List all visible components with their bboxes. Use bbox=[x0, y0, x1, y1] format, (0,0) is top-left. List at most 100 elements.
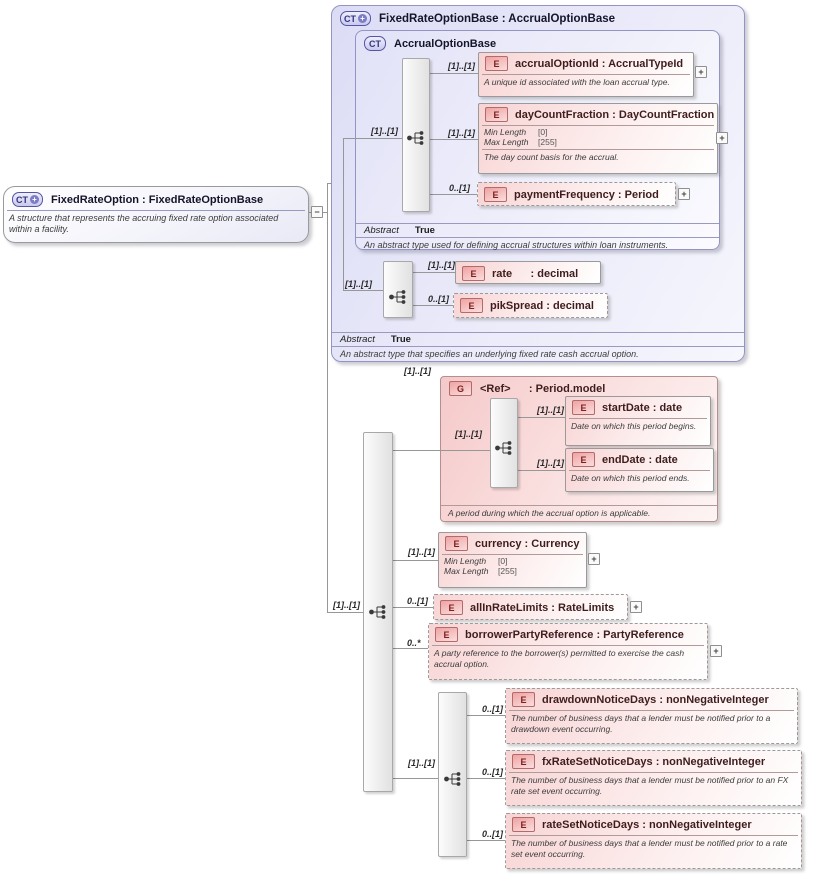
connector-line bbox=[393, 778, 438, 779]
element-title: rateSetNoticeDays : nonNegativeInteger bbox=[542, 818, 752, 831]
node-annotation: An abstract type used for defining accru… bbox=[364, 240, 669, 250]
cardinality-label: [1]..[1] bbox=[408, 758, 435, 768]
expand-button[interactable]: + bbox=[695, 66, 707, 78]
node-annotation: A structure that represents the accruing… bbox=[9, 213, 279, 234]
cardinality-label: 0..[1] bbox=[449, 183, 471, 193]
element-annotation: The number of business days that a lende… bbox=[511, 775, 789, 796]
group-badge: G bbox=[449, 381, 472, 396]
facet-list: Min Length[0] Max Length[255] bbox=[444, 556, 517, 576]
connector-line bbox=[518, 417, 565, 418]
cardinality-label: [1]..[1] bbox=[537, 458, 564, 468]
abstract-value: True bbox=[414, 225, 435, 236]
expand-button[interactable]: + bbox=[710, 645, 722, 657]
element-title: drawdownNoticeDays : nonNegativeInteger bbox=[542, 693, 769, 706]
cardinality-label: [1]..[1] bbox=[537, 405, 564, 415]
ct-badge: CT bbox=[364, 36, 386, 51]
element-annotation: A unique id associated with the loan acc… bbox=[484, 77, 670, 87]
sequence-icon bbox=[495, 441, 512, 455]
element-badge: E bbox=[512, 817, 535, 832]
group-annotation: A period during which the accrual option… bbox=[441, 505, 717, 520]
connector-line bbox=[393, 607, 433, 608]
abstract-value: True bbox=[390, 334, 411, 345]
connector-line bbox=[393, 450, 490, 451]
connector-line bbox=[467, 715, 505, 716]
element-annotation: Date on which this period ends. bbox=[571, 473, 690, 483]
sequence-icon bbox=[407, 131, 424, 145]
element-badge: E bbox=[445, 536, 468, 551]
sequence-bar bbox=[383, 261, 413, 318]
connector-line bbox=[343, 138, 402, 139]
sequence-icon bbox=[444, 772, 461, 786]
expand-button[interactable]: + bbox=[678, 188, 690, 200]
expand-button[interactable]: + bbox=[630, 601, 642, 613]
element-badge: E bbox=[460, 298, 483, 313]
node-title: FixedRateOption : FixedRateOptionBase bbox=[51, 193, 264, 206]
cardinality-label: 0..[1] bbox=[482, 767, 504, 777]
element-title: fxRateSetNoticeDays : nonNegativeInteger bbox=[542, 755, 766, 768]
facet-list: Min Length[0] Max Length[255] bbox=[484, 127, 557, 147]
abstract-label: Abstract bbox=[364, 225, 399, 236]
expand-button[interactable]: + bbox=[716, 132, 728, 144]
cardinality-label: [1]..[1] bbox=[345, 279, 372, 289]
abstract-label: Abstract bbox=[340, 334, 375, 345]
abstract-section: Abstract True An abstract type that spec… bbox=[332, 332, 744, 362]
group-title: <Ref> : Period.model bbox=[480, 382, 606, 395]
element-title: startDate : date bbox=[602, 401, 683, 414]
element-annotation: The number of business days that a lende… bbox=[511, 713, 771, 734]
element-badge: E bbox=[572, 452, 595, 467]
element-badge: E bbox=[485, 107, 508, 122]
element-title: endDate : date bbox=[602, 453, 678, 466]
expand-button[interactable]: + bbox=[588, 553, 600, 565]
cardinality-label: 0..[1] bbox=[407, 596, 429, 606]
node-title: AccrualOptionBase bbox=[394, 37, 497, 50]
element-annotation: Date on which this period begins. bbox=[571, 421, 697, 431]
element-badge: E bbox=[572, 400, 595, 415]
element-badge: E bbox=[484, 187, 507, 202]
ct-badge: CT+ bbox=[12, 192, 43, 207]
connector-line bbox=[327, 183, 328, 612]
connector-line bbox=[393, 560, 438, 561]
ct-badge: CT+ bbox=[340, 11, 371, 26]
cardinality-label: [1]..[1] bbox=[404, 366, 431, 376]
cardinality-label: [1]..[1] bbox=[371, 126, 398, 136]
complextype-fixedrateoption[interactable]: CT+ FixedRateOption : FixedRateOptionBas… bbox=[3, 186, 309, 243]
cardinality-label: 0..[1] bbox=[482, 829, 504, 839]
element-annotation: The day count basis for the accrual. bbox=[484, 152, 619, 162]
element-badge: E bbox=[440, 600, 463, 615]
connector-line bbox=[467, 840, 505, 841]
connector-line bbox=[327, 183, 332, 184]
sequence-icon bbox=[389, 290, 406, 304]
cardinality-label: [1]..[1] bbox=[455, 429, 482, 439]
connector-line bbox=[343, 138, 344, 291]
collapse-button[interactable]: − bbox=[311, 206, 323, 218]
element-badge: E bbox=[462, 266, 485, 281]
element-badge: E bbox=[435, 627, 458, 642]
abstract-section: Abstract True An abstract type used for … bbox=[356, 223, 719, 253]
cardinality-label: [1]..[1] bbox=[333, 600, 360, 610]
element-title: paymentFrequency : Period bbox=[514, 188, 659, 201]
connector-line bbox=[467, 778, 505, 779]
plus-circle-icon: + bbox=[358, 14, 367, 23]
element-badge: E bbox=[512, 754, 535, 769]
connector-line bbox=[327, 612, 363, 613]
connector-line bbox=[430, 73, 478, 74]
cardinality-label: 0..[1] bbox=[428, 294, 450, 304]
element-badge: E bbox=[485, 56, 508, 71]
sequence-bar bbox=[402, 58, 430, 212]
element-annotation: The number of business days that a lende… bbox=[511, 838, 788, 859]
node-title: FixedRateOptionBase : AccrualOptionBase bbox=[379, 12, 616, 25]
